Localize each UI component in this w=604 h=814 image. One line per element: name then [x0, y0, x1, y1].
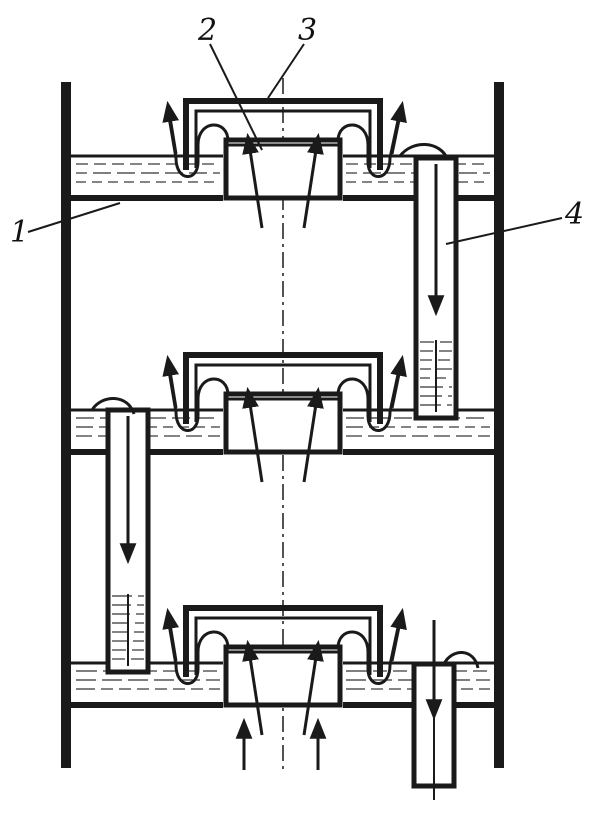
overflow-loop-2: [90, 397, 136, 415]
vapour-arrow-riser-1-2: [302, 132, 324, 229]
column-wall-right: [494, 82, 504, 768]
bubble-cap-inner-1: [194, 109, 372, 168]
tray-plate-2-right: [343, 449, 494, 455]
vapour-out-arrow-3-right: [390, 607, 407, 662]
vapour-out-arrow-3-left: [162, 607, 179, 662]
bubble-cap-3: [183, 605, 383, 677]
vapour-out-arrow-1-right: [390, 100, 407, 155]
overflow-loop-1: [398, 143, 450, 161]
label-3: 3: [298, 13, 317, 48]
bubble-cap-1: [183, 98, 383, 170]
label-4: 4: [564, 197, 584, 232]
tray-plate-3-left: [71, 702, 223, 708]
bubble-cap-2: [183, 352, 383, 424]
vapour-out-arrow-2-right: [390, 354, 407, 409]
leader-line-4: [445, 217, 563, 245]
vapour-arrow-riser-2-1: [242, 386, 264, 483]
vapour-riser-1: [223, 137, 343, 201]
vapour-riser-2: [223, 391, 343, 455]
vapour-loop-3-left: [166, 617, 230, 685]
bubble-cap-inner-2: [194, 363, 372, 422]
tray-plate-1-left: [71, 195, 223, 201]
vapour-riser-3: [223, 644, 343, 708]
leader-line-1: [27, 202, 121, 233]
vapour-loop-1-left: [166, 110, 230, 178]
vapour-arrow-riser-3-1: [242, 639, 264, 736]
vapour-arrow-riser-3-2: [302, 639, 324, 736]
leader-line-3: [267, 43, 305, 99]
leader-line-2: [209, 43, 263, 151]
vapour-out-arrow-1-left: [162, 100, 179, 155]
overflow-loop-3: [442, 651, 480, 669]
column-wall-left: [61, 82, 71, 768]
label-1: 1: [10, 215, 29, 250]
vapour-loop-1-right: [336, 110, 402, 178]
vapour-loop-2-left: [166, 364, 230, 432]
vapour-arrow-riser-1-1: [242, 132, 264, 229]
vapour-loop-2-right: [336, 364, 402, 432]
vapour-arrow-riser-2-2: [302, 386, 324, 483]
bubble-cap-inner-3: [194, 616, 372, 675]
vapour-loop-3-right: [336, 617, 402, 685]
label-2: 2: [197, 13, 217, 48]
vapour-out-arrow-2-left: [162, 354, 179, 409]
